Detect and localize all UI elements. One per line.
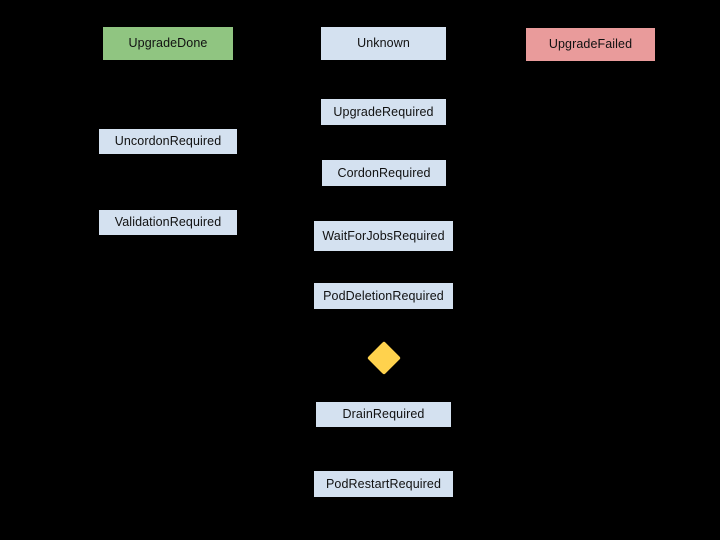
node-label-wait-for-jobs-required: WaitForJobsRequired xyxy=(322,228,445,243)
node-label-upgrade-required: UpgradeRequired xyxy=(333,104,434,119)
node-label-uncordon-required: UncordonRequired xyxy=(114,134,222,149)
node-drain-required[interactable]: DrainRequired xyxy=(316,402,451,427)
node-label-pod-restart-required: PodRestartRequired xyxy=(325,476,442,491)
node-label-cordon-required: CordonRequired xyxy=(337,165,431,180)
node-pod-restart-required[interactable]: PodRestartRequired xyxy=(314,471,453,497)
node-upgrade-done[interactable]: UpgradeDone xyxy=(103,27,233,60)
node-label-pod-deletion-required: PodDeletionRequired xyxy=(323,288,444,303)
node-label-upgrade-done: UpgradeDone xyxy=(128,36,208,51)
node-label-unknown: Unknown xyxy=(357,36,410,51)
diamond-decision-node[interactable] xyxy=(367,341,401,375)
node-validation-required[interactable]: ValidationRequired xyxy=(99,210,237,235)
node-pod-deletion-required[interactable]: PodDeletionRequired xyxy=(314,283,453,309)
node-uncordon-required[interactable]: UncordonRequired xyxy=(99,129,237,154)
node-label-upgrade-failed: UpgradeFailed xyxy=(548,37,633,52)
node-wait-for-jobs-required[interactable]: WaitForJobsRequired xyxy=(314,221,453,251)
node-upgrade-required[interactable]: UpgradeRequired xyxy=(321,99,446,125)
node-cordon-required[interactable]: CordonRequired xyxy=(322,160,446,186)
node-unknown[interactable]: Unknown xyxy=(321,27,446,60)
diamond-shape-icon xyxy=(367,341,401,375)
node-label-validation-required: ValidationRequired xyxy=(114,215,222,230)
node-upgrade-failed[interactable]: UpgradeFailed xyxy=(526,28,655,61)
node-label-drain-required: DrainRequired xyxy=(342,407,425,422)
